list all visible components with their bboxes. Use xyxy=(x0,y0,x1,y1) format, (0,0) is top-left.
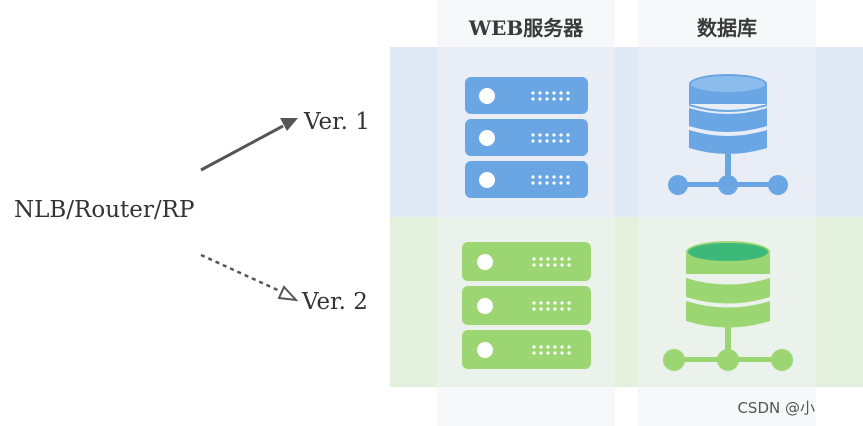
dashed-arrow-to-ver2 xyxy=(200,253,299,302)
database-header: 数据库 xyxy=(697,16,757,40)
solid-arrow-to-ver1 xyxy=(200,118,298,172)
version-2-label: Ver. 2 xyxy=(302,289,368,315)
server-rack-icon xyxy=(465,77,588,198)
database-icon xyxy=(663,241,793,371)
version-1-label: Ver. 1 xyxy=(304,109,370,135)
web-server-header: WEB服务器 xyxy=(468,16,584,40)
database-icon xyxy=(668,74,788,195)
watermark-text: CSDN @小 xyxy=(737,399,815,417)
server-rack-icon xyxy=(462,242,591,369)
load-balancer-label: NLB/Router/RP xyxy=(14,197,195,223)
